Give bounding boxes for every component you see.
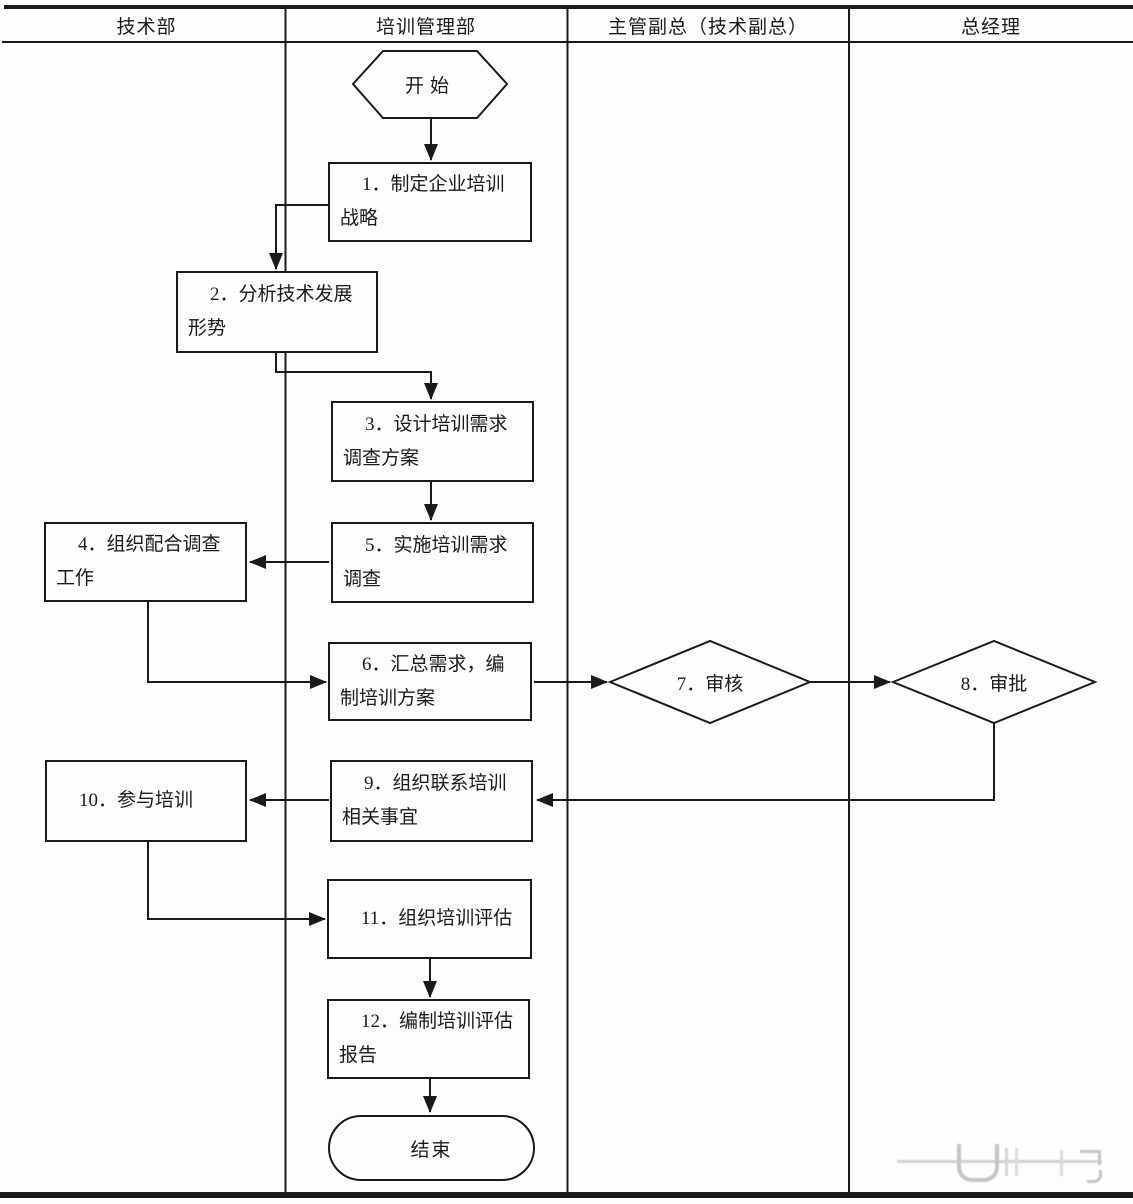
lane-header-tech-dept: 技术部 — [116, 17, 177, 38]
watermark-stroke — [1015, 1148, 1018, 1176]
connector-1-to-2 — [269, 204, 328, 270]
watermark-stroke — [897, 1160, 1102, 1163]
start-hexagon-shape — [351, 50, 509, 119]
start-node-label: 开始 — [404, 76, 455, 97]
node-text-line: 11．组织培训评估 — [361, 908, 513, 929]
flow-node-11-organize-evaluation: 11．组织培训评估 — [327, 879, 532, 959]
node-text-line: 6．汇总需求，编 — [362, 653, 505, 675]
flow-node-10-attend-training: 10．参与培训 — [45, 760, 247, 842]
node-text-line: 5．实施培训需求 — [365, 534, 508, 556]
flow-node-4-assist-survey: 4．组织配合调查 工作 — [44, 522, 247, 602]
flow-node-2-analyze-tech-trends: 2．分析技术发展 形势 — [176, 271, 378, 353]
flow-node-5-conduct-needs-survey: 5．实施培训需求 调查 — [331, 522, 534, 603]
connector-8-to-9 — [536, 723, 995, 807]
watermark-stroke — [1060, 1150, 1063, 1176]
node-text-line: 制培训方案 — [340, 687, 436, 709]
node-text-line: 12．编制培训评估 — [361, 1011, 514, 1032]
lane-header-general-manager: 总经理 — [960, 17, 1021, 38]
node-text-line: 工作 — [56, 568, 95, 589]
decision-8-diamond-shape — [890, 639, 1098, 725]
node-text-line: 2．分析技术发展 — [210, 284, 353, 305]
node-text-line: 4．组织配合调查 — [78, 534, 221, 555]
node-text-line: 10．参与培训 — [79, 790, 194, 811]
connector-2-to-3 — [275, 353, 438, 400]
connector-4-to-6 — [147, 601, 327, 689]
node-text-line: 相关事宜 — [342, 807, 419, 828]
watermark-stroke — [1005, 1148, 1008, 1176]
lane-header-training-dept: 培训管理部 — [375, 17, 476, 38]
watermark-stroke — [1087, 1170, 1102, 1183]
watermark-artifact — [895, 1138, 1110, 1188]
node-text-line: 3．设计培训需求 — [365, 413, 508, 435]
flow-node-3-design-needs-survey: 3．设计培训需求 调查方案 — [331, 401, 534, 482]
bottom-border — [0, 1192, 1133, 1198]
connector-10-to-11 — [147, 842, 326, 926]
decision-node-7-review-label: 7．审核 — [676, 673, 744, 695]
lane-header-vp: 主管副总（技术副总） — [607, 17, 808, 38]
watermark-stroke — [957, 1144, 999, 1182]
end-node: 结束 — [328, 1115, 535, 1181]
node-text-line: 调查 — [343, 568, 382, 590]
node-text-line: 形势 — [188, 318, 227, 339]
watermark-stroke — [1080, 1150, 1101, 1165]
flow-node-9-arrange-training-matters: 9．组织联系培训 相关事宜 — [330, 760, 533, 842]
node-text-line: 1．制定企业培训 — [362, 174, 505, 195]
node-text-line: 调查方案 — [343, 447, 420, 469]
flow-node-12-evaluation-report: 12．编制培训评估 报告 — [327, 999, 530, 1079]
node-text-line: 战略 — [340, 208, 379, 229]
node-text-line: 9．组织联系培训 — [364, 773, 507, 794]
node-text-line: 报告 — [339, 1045, 378, 1066]
flow-node-6-compile-training-plan: 6．汇总需求，编 制培训方案 — [328, 642, 532, 721]
flow-node-1-develop-training-strategy: 1．制定企业培训 战略 — [328, 162, 532, 242]
decision-node-8-approve-label: 8．审批 — [960, 673, 1028, 695]
connectors — [147, 118, 995, 1113]
